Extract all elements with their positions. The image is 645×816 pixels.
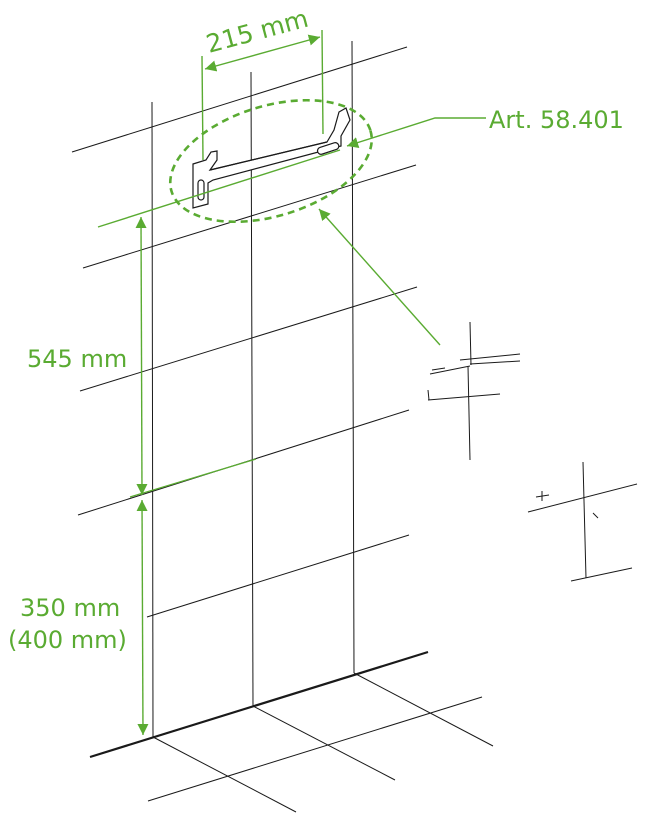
detail-line — [427, 393, 501, 401]
article-number-label: Art. 58.401 — [489, 106, 624, 134]
detail-line — [459, 353, 521, 361]
lower-height-label: 350 mm — [20, 594, 120, 622]
detail-line — [570, 567, 633, 582]
bracket-highlight-ellipse — [168, 98, 374, 224]
wall-row-line — [79, 286, 418, 392]
detail-leader-line — [318, 208, 441, 346]
floor-wall-edge — [89, 650, 429, 759]
detail-line — [592, 512, 599, 519]
floor-grid — [89, 650, 494, 813]
floor-line — [353, 672, 494, 747]
lower-height-alt-label: (400 mm) — [8, 626, 127, 654]
article-leader-line — [346, 117, 486, 148]
floor-line — [152, 736, 297, 813]
detail-sketch-2 — [527, 461, 638, 582]
bracket-body — [192, 107, 351, 209]
width-extension-right — [321, 29, 324, 135]
detail-line — [469, 321, 472, 366]
dimension-lines — [97, 29, 486, 736]
bracket-slot-left — [197, 179, 205, 201]
upper-height-dimension-line — [135, 216, 148, 496]
upper-height-label: 545 mm — [27, 345, 127, 373]
width-dimension-line — [204, 34, 321, 72]
detail-line — [469, 360, 521, 365]
wall-row-line — [71, 46, 408, 153]
bracket-edge — [209, 141, 328, 171]
top-reference-line — [97, 149, 341, 228]
detail-line — [427, 389, 430, 401]
lower-height-dimension-line — [136, 499, 149, 736]
wall-bracket — [192, 107, 351, 209]
width-dimension-label: 215 mm — [203, 4, 311, 59]
detail-line — [527, 483, 638, 513]
floor-line — [147, 696, 483, 802]
detail-line — [429, 365, 471, 375]
width-extension-left — [201, 55, 204, 161]
detail-line — [431, 367, 446, 371]
wall-column-line — [351, 40, 355, 674]
wall-row-line — [146, 534, 410, 618]
detail-sketch — [427, 321, 521, 461]
detail-line — [467, 365, 471, 461]
bracket-slot-right — [316, 142, 340, 155]
detail-line — [582, 461, 587, 579]
middle-reference-line — [129, 458, 257, 498]
floor-line — [252, 705, 396, 781]
wall-column-line — [151, 101, 154, 738]
